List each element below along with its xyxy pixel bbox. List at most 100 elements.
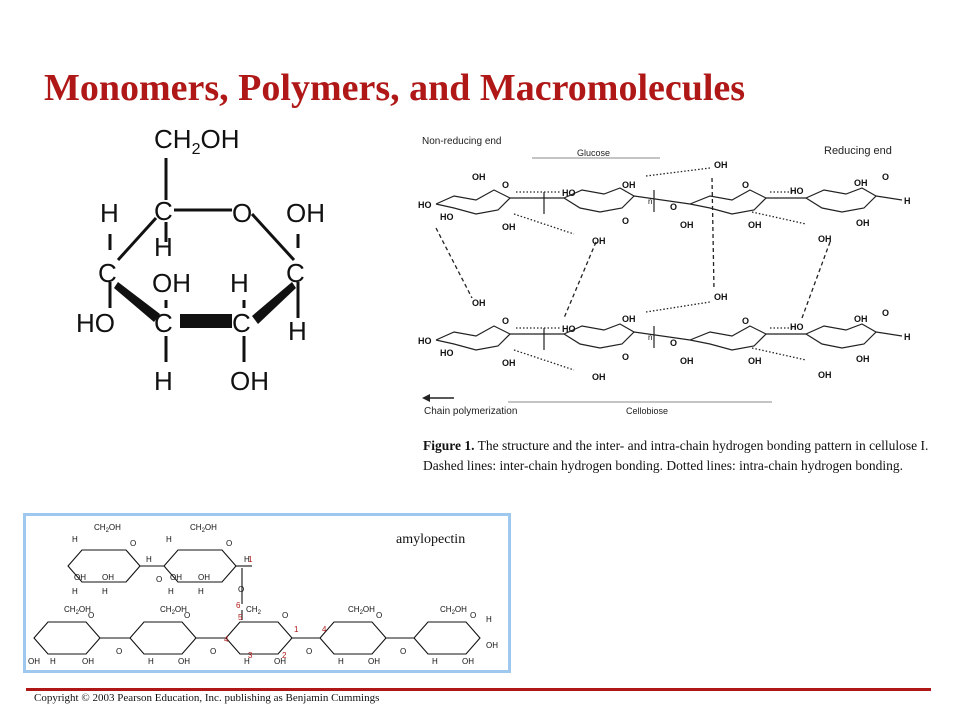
svg-text:HO: HO	[790, 186, 804, 196]
svg-text:O: O	[306, 647, 312, 656]
svg-text:OH: OH	[274, 657, 286, 666]
svg-text:OH: OH	[714, 160, 728, 170]
svg-text:4: 4	[322, 625, 327, 634]
svg-text:5: 5	[238, 613, 243, 622]
svg-text:OH: OH	[622, 314, 636, 324]
svg-text:OH: OH	[486, 641, 498, 650]
svg-text:OH: OH	[82, 657, 94, 666]
bold-bond-bottom	[180, 314, 232, 328]
label-glucose: Glucose	[577, 148, 610, 158]
svg-text:H: H	[904, 196, 911, 206]
svg-text:H: H	[72, 587, 78, 596]
svg-text:CH2OH: CH2OH	[440, 605, 467, 616]
svg-text:H: H	[338, 657, 344, 666]
svg-text:H: H	[100, 198, 119, 228]
wedge-bond-left	[114, 282, 160, 322]
svg-text:H: H	[72, 535, 78, 544]
svg-text:O: O	[502, 316, 509, 326]
svg-text:OH: OH	[198, 573, 210, 582]
svg-text:OH: OH	[818, 234, 832, 244]
svg-text:OH: OH	[462, 657, 474, 666]
svg-text:C: C	[154, 196, 173, 226]
svg-text:O: O	[470, 611, 476, 620]
svg-text:O: O	[232, 198, 252, 228]
svg-text:OH: OH	[368, 657, 380, 666]
svg-text:OH: OH	[748, 356, 762, 366]
copyright-notice: Copyright © 2003 Pearson Education, Inc.…	[34, 692, 380, 704]
svg-text:OH: OH	[178, 657, 190, 666]
svg-text:H: H	[154, 232, 173, 262]
svg-text:HO: HO	[418, 200, 432, 210]
svg-text:HO: HO	[440, 212, 454, 222]
svg-text:O: O	[238, 585, 244, 594]
svg-text:H: H	[244, 657, 250, 666]
label-reducing-end: Reducing end	[824, 145, 892, 157]
svg-text:n: n	[648, 197, 652, 206]
svg-text:O: O	[156, 575, 162, 584]
svg-text:CH2OH: CH2OH	[64, 605, 91, 616]
svg-text:H: H	[50, 657, 56, 666]
svg-text:CH2OH: CH2OH	[160, 605, 187, 616]
svg-text:OH: OH	[622, 180, 636, 190]
svg-text:4: 4	[224, 635, 229, 644]
svg-text:C: C	[98, 258, 117, 288]
svg-text:H: H	[102, 587, 108, 596]
svg-text:H: H	[146, 555, 152, 564]
svg-text:HO: HO	[790, 322, 804, 332]
svg-text:O: O	[184, 611, 190, 620]
svg-text:H: H	[904, 332, 911, 342]
svg-text:C: C	[286, 258, 305, 288]
svg-text:O: O	[670, 338, 677, 348]
svg-text:OH: OH	[230, 366, 269, 396]
svg-text:OH: OH	[680, 220, 694, 230]
cellulose-structure: Non-reducing end Reducing end Glucose Ch…	[418, 136, 911, 417]
svg-text:H: H	[198, 587, 204, 596]
svg-text:O: O	[210, 647, 216, 656]
svg-text:C: C	[232, 308, 251, 338]
svg-text:n: n	[648, 333, 652, 342]
footer-divider	[26, 688, 931, 691]
svg-text:H: H	[230, 268, 249, 298]
arrow-left-icon	[422, 394, 454, 402]
svg-text:CH2OH: CH2OH	[190, 523, 217, 534]
svg-text:OH: OH	[74, 573, 86, 582]
svg-text:3: 3	[248, 651, 253, 660]
svg-text:OH: OH	[102, 573, 114, 582]
svg-text:HO: HO	[562, 324, 576, 334]
svg-text:H: H	[166, 535, 172, 544]
svg-text:OH: OH	[152, 268, 191, 298]
svg-text:H: H	[154, 366, 173, 396]
svg-text:OH: OH	[854, 178, 868, 188]
label-cellobiose: Cellobiose	[626, 406, 668, 416]
svg-text:O: O	[400, 647, 406, 656]
svg-text:CH2OH: CH2OH	[94, 523, 121, 534]
svg-text:O: O	[130, 539, 136, 548]
svg-text:O: O	[622, 352, 629, 362]
amylopectin-label: amylopectin	[396, 532, 465, 547]
svg-text:OH: OH	[502, 358, 516, 368]
label-non-reducing-end: Non-reducing end	[422, 136, 502, 147]
svg-text:O: O	[502, 180, 509, 190]
svg-text:O: O	[882, 172, 889, 182]
label-chain-polymerization: Chain polymerization	[424, 406, 517, 417]
svg-text:HO: HO	[440, 348, 454, 358]
svg-text:H: H	[486, 615, 492, 624]
svg-text:2: 2	[282, 651, 287, 660]
svg-text:O: O	[376, 611, 382, 620]
svg-text:H: H	[168, 587, 174, 596]
svg-text:1: 1	[248, 555, 253, 564]
svg-text:1: 1	[294, 625, 299, 634]
svg-text:OH: OH	[502, 222, 516, 232]
svg-text:O: O	[226, 539, 232, 548]
svg-text:OH: OH	[286, 198, 325, 228]
svg-text:H: H	[432, 657, 438, 666]
svg-text:O: O	[282, 611, 288, 620]
svg-text:HO: HO	[76, 308, 115, 338]
svg-text:C: C	[154, 308, 173, 338]
glucose-structure: CH2OH H C O OH H C OH H C HO C C H H OH	[76, 124, 325, 396]
svg-text:6: 6	[236, 601, 241, 610]
svg-text:O: O	[670, 202, 677, 212]
slide-title: Monomers, Polymers, and Macromolecules	[44, 67, 746, 109]
svg-text:OH: OH	[680, 356, 694, 366]
amylopectin-structure: amylopectin CH2OH CH2OH CH2OH CH2O	[28, 523, 498, 666]
